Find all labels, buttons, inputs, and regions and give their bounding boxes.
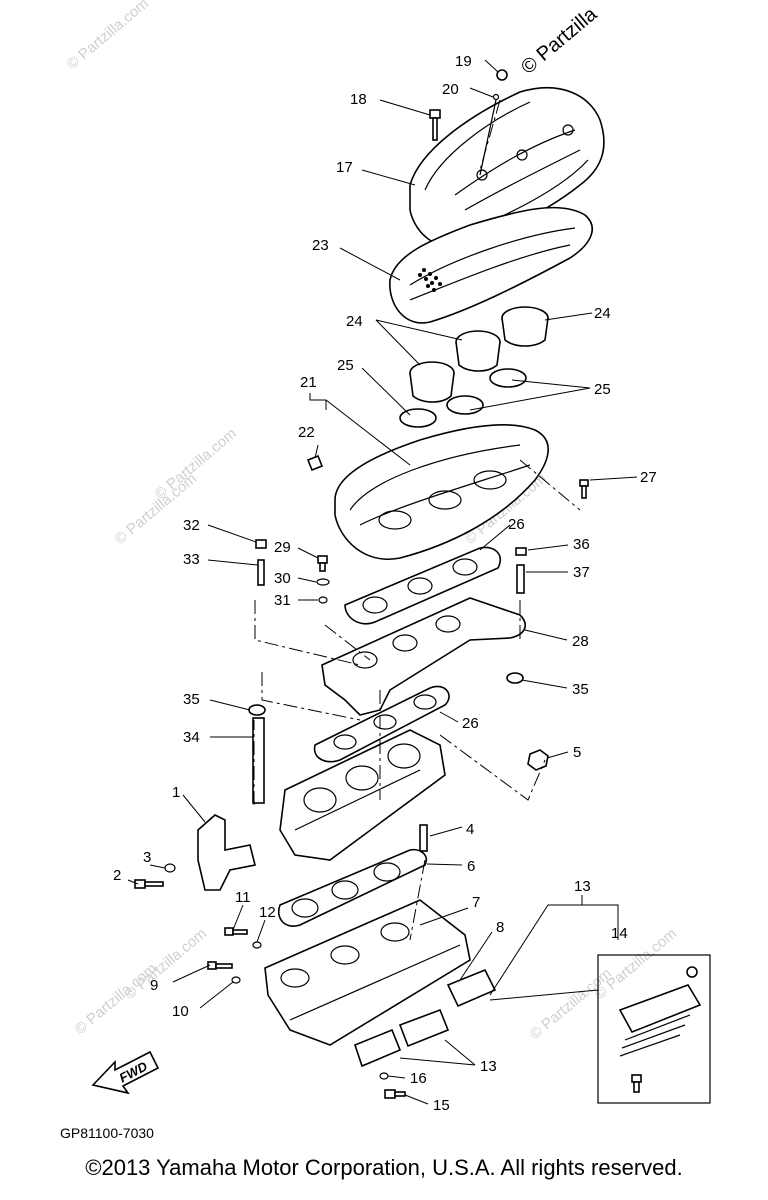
part-gasket-upper [344, 546, 502, 625]
part-reed-valves-13 [354, 968, 497, 1068]
part-nut-5 [527, 749, 549, 771]
part-bracket-1 [197, 814, 256, 891]
callout-37: 37 [573, 564, 590, 581]
part-air-silencer-case [334, 424, 549, 560]
callout-36: 36 [573, 536, 590, 553]
part-bolt-9 [207, 961, 233, 970]
callout-34: 34 [183, 729, 200, 746]
callout-10: 10 [172, 1003, 189, 1020]
part-bolt-19 [496, 69, 508, 81]
part-washer-20 [479, 93, 500, 176]
callout-25-left: 25 [337, 357, 354, 374]
callout-numbers: 1 2 3 4 5 6 7 8 9 10 11 12 13 13 14 15 1… [113, 53, 657, 1114]
part-hose-34 [252, 717, 265, 804]
callout-24-right: 24 [594, 305, 611, 322]
callout-21: 21 [300, 374, 317, 391]
svg-text:© Partzilla.com: © Partzilla.com [122, 925, 210, 1003]
part-stud-32-33 [255, 539, 267, 586]
part-washer-16 [379, 1072, 389, 1080]
callout-26-upper: 26 [508, 516, 525, 533]
callout-20: 20 [442, 81, 459, 98]
callout-11: 11 [235, 889, 251, 906]
callout-13-top: 13 [574, 878, 591, 895]
callout-2: 2 [113, 867, 121, 884]
callout-24-left: 24 [346, 313, 363, 330]
part-screw-15 [384, 1089, 406, 1099]
part-intake-gasket-7 [278, 848, 428, 927]
callout-3: 3 [143, 849, 151, 866]
callout-26-lower: 26 [462, 715, 479, 732]
callout-35-left: 35 [183, 691, 200, 708]
part-washer-3 [164, 863, 176, 873]
exploded-parts-diagram: © Partzilla © Partzilla.com © Partzilla.… [60, 0, 711, 1141]
part-hose-clamp-35 [248, 672, 524, 716]
callout-35-right: 35 [572, 681, 589, 698]
callout-28: 28 [572, 633, 589, 650]
part-carburetor-assembly [279, 729, 446, 861]
callout-4: 4 [466, 821, 474, 838]
callout-16: 16 [410, 1070, 427, 1087]
part-bracket-plate [321, 597, 526, 716]
part-bolt-29-30-31 [316, 555, 330, 604]
callout-14: 14 [611, 925, 628, 942]
callout-1: 1 [172, 784, 180, 801]
part-intake-funnels [409, 306, 549, 403]
svg-text:© Partzilla.com: © Partzilla.com [64, 0, 152, 73]
diagram-code: GP81100-7030 [60, 1125, 154, 1141]
callout-15: 15 [433, 1097, 450, 1114]
callout-29: 29 [274, 539, 291, 556]
part-bolt-18 [429, 109, 441, 141]
part-screw-27 [579, 479, 589, 499]
callout-13-bottom: 13 [480, 1058, 497, 1075]
part-grommet-22 [306, 454, 324, 472]
callout-12: 12 [259, 904, 276, 921]
part-washer-10 [231, 976, 241, 984]
callout-19: 19 [455, 53, 472, 70]
callout-27: 27 [640, 469, 657, 486]
callout-31: 31 [274, 592, 291, 609]
callout-23: 23 [312, 237, 329, 254]
callout-7: 7 [472, 894, 480, 911]
detail-box-reed-valve [597, 954, 711, 1104]
callout-32: 32 [183, 517, 200, 534]
callout-22: 22 [298, 424, 315, 441]
part-intake-manifold-8 [264, 899, 471, 1046]
part-stud-4 [419, 824, 428, 852]
part-gasket-lower [313, 685, 450, 763]
assembly-guide-lines [253, 99, 581, 941]
svg-text:© Partzilla.com: © Partzilla.com [592, 925, 680, 1003]
fwd-direction-arrow: FWD [91, 1050, 160, 1095]
callout-9: 9 [150, 977, 158, 994]
callout-25-right: 25 [594, 381, 611, 398]
part-silencer-plate [389, 206, 593, 324]
part-bolt-11 [224, 927, 248, 936]
callout-18: 18 [350, 91, 367, 108]
part-stud-36-37 [515, 547, 527, 594]
callout-30: 30 [274, 570, 291, 587]
callout-33: 33 [183, 551, 200, 568]
part-bolt-2 [134, 879, 164, 889]
callout-8: 8 [496, 919, 504, 936]
svg-text:© Partzilla.com: © Partzilla.com [152, 425, 240, 503]
callout-5: 5 [573, 744, 581, 761]
callout-6: 6 [467, 858, 475, 875]
copyright-notice: ©2013 Yamaha Motor Corporation, U.S.A. A… [85, 1155, 683, 1180]
watermark-top-right: © Partzilla [517, 3, 602, 79]
part-washer-12 [252, 941, 262, 949]
callout-17: 17 [336, 159, 353, 176]
svg-text:© Partzilla.com: © Partzilla.com [527, 965, 615, 1043]
callout-leaders [127, 59, 638, 1105]
